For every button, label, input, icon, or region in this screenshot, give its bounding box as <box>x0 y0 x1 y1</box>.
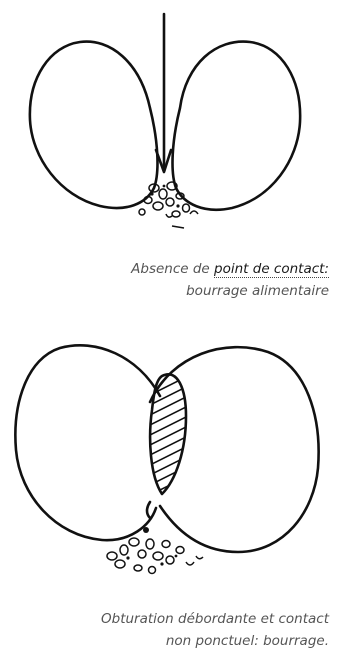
left-tooth-outline-2 <box>15 345 160 540</box>
diagram-no-contact-point <box>0 0 337 240</box>
left-tooth-outline <box>30 42 158 208</box>
caption-no-contact-prefix: Absence de <box>131 261 214 277</box>
caption-no-contact-line2: bourrage alimentaire <box>131 280 329 302</box>
right-tooth-outline <box>173 42 301 210</box>
caption-overhanging-line1: Obturation débordante et contact <box>101 608 329 630</box>
caption-no-contact-line1: Absence de point de contact: <box>131 258 329 280</box>
diagram-no-contact-svg <box>0 0 337 240</box>
point-de-contact-link[interactable]: point de contact: <box>214 261 329 278</box>
food-debris <box>139 182 198 228</box>
caption-overhanging: Obturation débordante et contact non pon… <box>101 608 329 652</box>
caption-no-contact: Absence de point de contact: bourrage al… <box>131 258 329 302</box>
diagram-overhanging-filling <box>0 330 337 602</box>
caption-overhanging-line2: non ponctuel: bourrage. <box>101 630 329 652</box>
diagram-overhanging-svg <box>0 330 337 602</box>
